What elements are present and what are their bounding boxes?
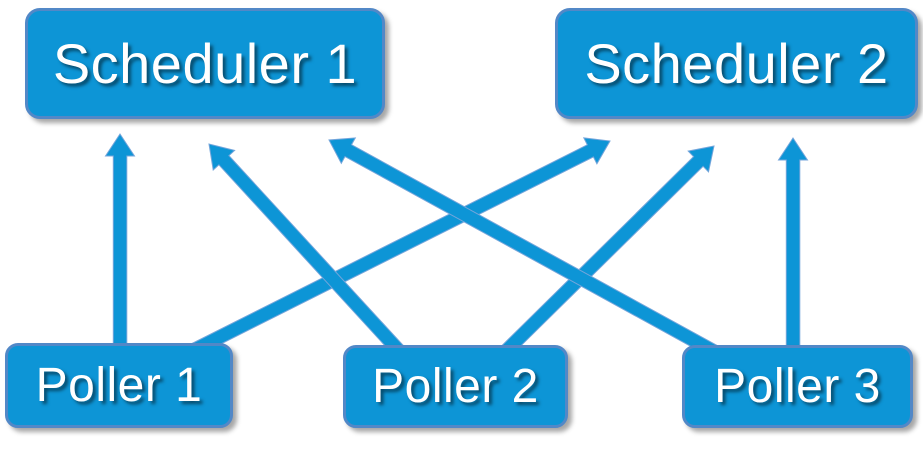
node-label-scheduler2: Scheduler 2 xyxy=(584,32,889,95)
node-poller2: Poller 2 xyxy=(343,345,568,428)
node-poller1: Poller 1 xyxy=(5,343,233,428)
arrow-poller1-to-scheduler1 xyxy=(104,133,136,353)
arrow-poller3-to-scheduler2 xyxy=(777,137,809,353)
node-label-poller2: Poller 2 xyxy=(372,360,539,413)
arrow-poller2-to-scheduler1 xyxy=(208,143,406,358)
node-label-poller1: Poller 1 xyxy=(35,359,203,412)
node-poller3: Poller 3 xyxy=(682,345,913,428)
node-scheduler1: Scheduler 1 xyxy=(25,8,385,119)
node-label-poller3: Poller 3 xyxy=(714,360,881,413)
arrow-poller2-to-scheduler2 xyxy=(499,145,715,358)
arrow-poller1-to-scheduler2 xyxy=(186,137,611,359)
node-label-scheduler1: Scheduler 1 xyxy=(52,32,358,95)
arrow-poller3-to-scheduler1 xyxy=(328,137,719,359)
node-scheduler2: Scheduler 2 xyxy=(555,8,918,119)
